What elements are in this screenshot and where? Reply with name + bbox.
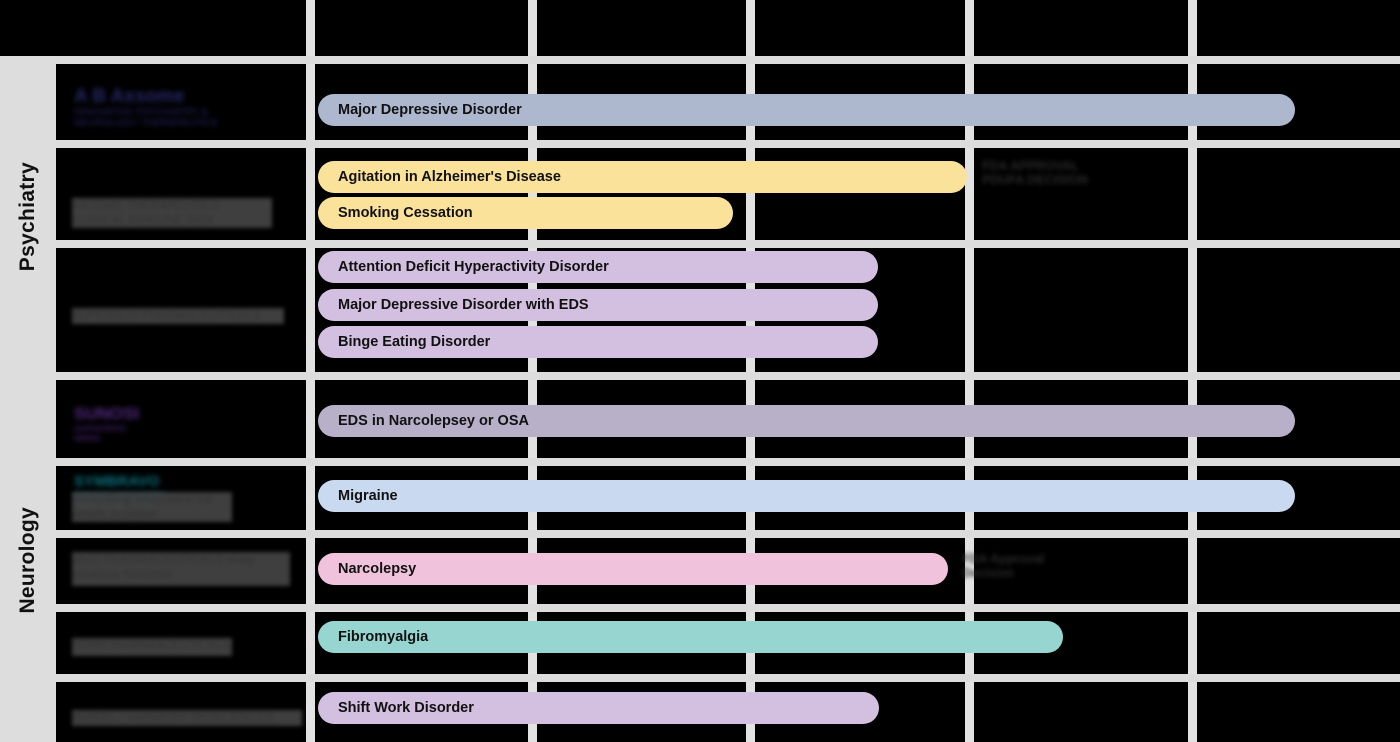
indication-bar[interactable]: Smoking Cessation [318,197,733,229]
indication-bar[interactable]: Binge Eating Disorder [318,326,878,358]
row-separator-5 [56,530,1400,538]
indication-bar[interactable]: Attention Deficit Hyperactivity Disorder [318,251,878,283]
logo-tagline-1: INNOVATIVE PSYCHIATRY & [74,107,209,119]
indication-bar[interactable]: EDS in Narcolepsey or OSA [318,405,1295,437]
company-cell-row-shiftwork: AVADEL / HARMONY BIOSCIENCES [56,682,306,742]
company-cell-row-adhd: SUPERNUS PHARMACEUTICALS [56,248,306,372]
indication-bar-label: Fibromyalgia [338,629,429,645]
logo-wordmark: SYMBRAVO [74,473,160,490]
redacted-company-name-row-adhd: SUPERNUS PHARMACEUTICALS [72,308,284,324]
gridline-4 [1188,0,1197,742]
gridline-0 [306,0,315,742]
indication-bar[interactable]: Agitation in Alzheimer's Disease [318,161,967,193]
indication-bar-label: Migraine [338,488,398,504]
logo-tagline-2: tablets [74,433,101,444]
indication-bar[interactable]: Migraine [318,480,1295,512]
company-cell-row-eds: SUNOSI(solriamfetol)tablets [56,380,306,458]
row-separator-6 [56,604,1400,612]
gridline-3 [965,0,974,742]
indication-bar-label: Major Depressive Disorder with EDS [338,297,589,313]
row-separator-0 [56,56,1400,64]
company-cell-row-fibromyalgia: TONIX PHARMACEUTICALS [56,612,306,674]
logo-wordmark: SUNOSI [74,404,140,423]
milestone-annotation-0: FDA APPROVAL PDUFA DECISION [982,159,1088,187]
redacted-company-name-row-fibromyalgia: TONIX PHARMACEUTICALS [72,638,232,656]
indication-bar[interactable]: Major Depressive Disorder [318,94,1295,126]
indication-bar[interactable]: Fibromyalgia [318,621,1063,653]
company-cell-row-narcolepsy: JAZZ PHARMACEUTICALS sleep medicine fran… [56,538,306,604]
indication-bar-label: Binge Eating Disorder [338,334,491,350]
redacted-company-name-row-narcolepsy: JAZZ PHARMACEUTICALS sleep medicine fran… [72,552,290,586]
row-separator-2 [56,240,1400,248]
milestone-annotation-1: FDA Approval Decision [962,552,1045,580]
indication-bar-label: Smoking Cessation [338,205,473,221]
company-cell-row-migraine: SYMBRAVOmeloxicam and rizatriptantablets… [56,466,306,530]
indication-bar[interactable]: Narcolepsy [318,553,948,585]
row-separator-1 [56,140,1400,148]
logo-wordmark: A B Axsome [74,86,185,107]
area-rail-neurology: Neurology [0,378,56,742]
row-separator-3 [56,372,1400,380]
redacted-company-name-row-shiftwork: AVADEL / HARMONY BIOSCIENCES [72,710,302,726]
gridline-1 [528,0,537,742]
indication-bar-label: Major Depressive Disorder [338,102,522,118]
redacted-company-name-row-migraine: prescribing information full details ava… [72,492,232,522]
indication-bar-label: EDS in Narcolepsey or OSA [338,413,529,429]
logo-tagline-2: NEUROLOGY THERAPEUTICS [74,118,218,130]
indication-bar[interactable]: Major Depressive Disorder with EDS [318,289,878,321]
area-label-psychiatry: Psychiatry [16,162,39,272]
area-label-neurology: Neurology [16,506,39,614]
row-separator-7 [56,674,1400,682]
indication-bar-label: Agitation in Alzheimer's Disease [338,169,561,185]
indication-bar-label: Attention Deficit Hyperactivity Disorder [338,259,609,275]
area-rail-psychiatry: Psychiatry [0,56,56,378]
company-logo-row-eds: SUNOSI(solriamfetol)tablets [74,404,139,443]
indication-bar-label: Shift Work Disorder [338,700,474,716]
indication-bar[interactable]: Shift Work Disorder [318,692,879,724]
indication-bar-label: Narcolepsy [338,561,417,577]
logo-tagline-1: (solriamfetol) [74,423,127,434]
redacted-company-name-row-agitation: AXSOME THERAPEUTICS CLINICAL PIPELINE 20… [72,198,272,228]
company-cell-row-agitation: AXSOME THERAPEUTICS CLINICAL PIPELINE 20… [56,148,306,240]
gridline-2 [746,0,755,742]
row-separator-4 [56,458,1400,466]
